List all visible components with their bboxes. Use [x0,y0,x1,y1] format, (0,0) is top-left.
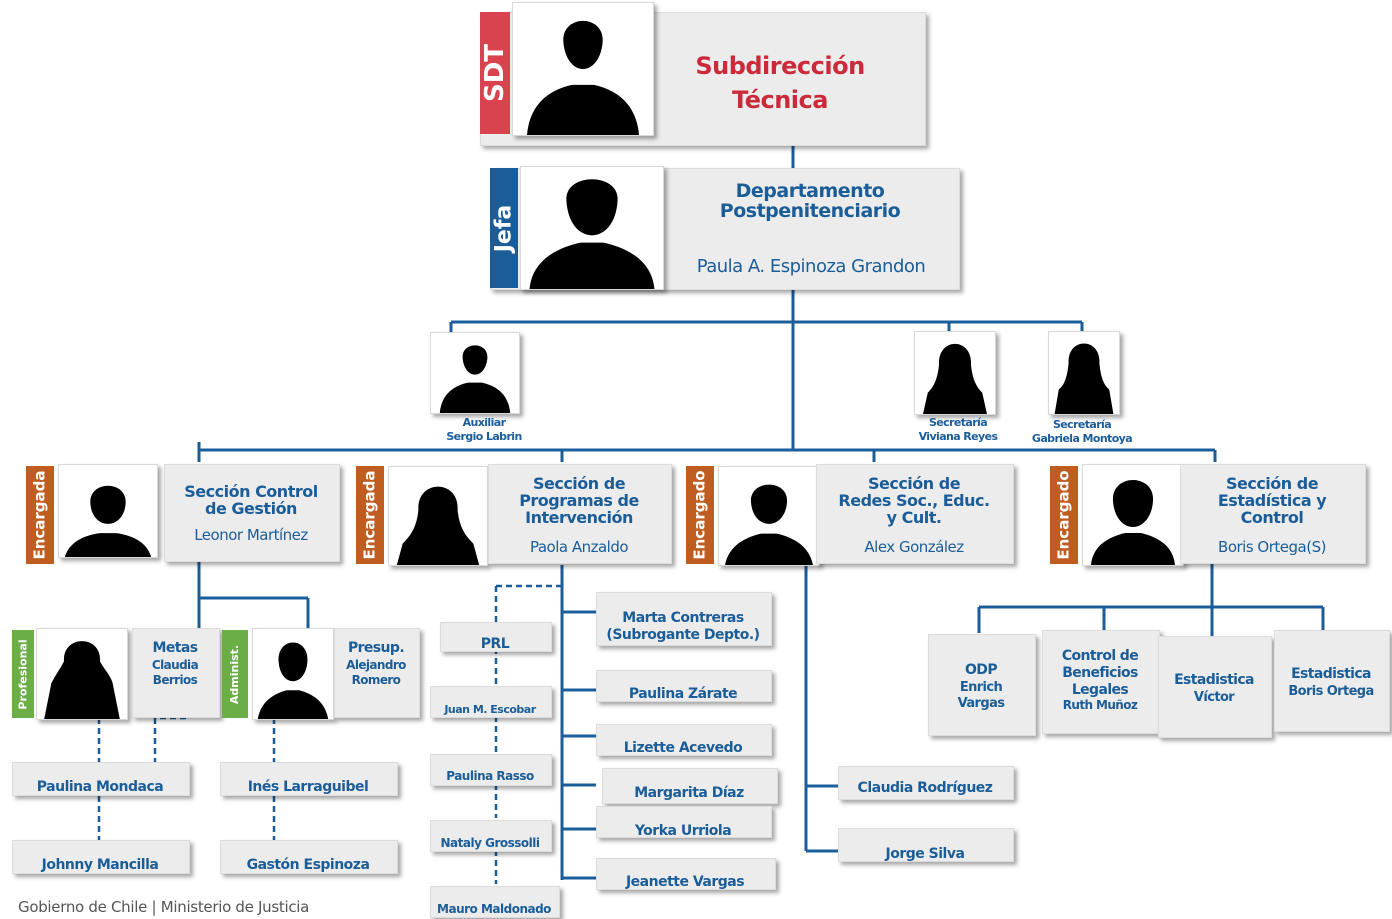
member-name: Paulina Mondaca [36,779,164,795]
person-silhouette-icon [396,486,480,565]
secretaria2-photo [1048,331,1120,415]
control-box [164,464,340,562]
encargada-tab-control: Encargada [26,466,54,564]
sdt-tab: SDT [480,12,510,134]
member-box [838,828,1014,862]
department-photo [520,166,664,290]
member-box [596,670,772,702]
person-silhouette-icon [529,179,655,289]
encargado-tab-estadistica: Encargado [1050,466,1078,564]
prl-label: PRL [480,636,510,652]
member-name: Claudia Rodríguez [857,780,993,796]
prl-member-box [430,754,552,786]
estadistica-box [1180,464,1366,564]
footer-credit: Gobierno de Chile | Ministerio de Justic… [18,898,310,916]
member-name: Inés Larraguibel [247,779,369,795]
profesional-tab: Profesional [12,630,34,718]
prl-member-name: Paulina Rasso [446,769,534,783]
subdireccion-photo [512,2,654,136]
programas-box [488,464,672,564]
member-name: Lizette Acevedo [623,740,743,756]
member-box [12,840,190,874]
member-name: Paulina Zárate [628,686,738,702]
prl-member-name: Juan M. Escobar [444,703,536,716]
redes-photo [718,466,820,566]
person-silhouette-icon [1091,480,1175,565]
auxiliar-photo [430,332,520,414]
prl-member-box [430,820,552,852]
subrogante-box [596,592,772,646]
jefa-tab: Jefa [490,168,518,288]
prl-member-box [430,886,560,918]
person-silhouette-icon [439,345,511,413]
member-name: Margarita Díaz [634,785,744,801]
programas-head-name: Paola Anzaldo [529,538,629,556]
prl-member-name: Mauro Maldonado [437,902,551,916]
department-head-name: Paula A. Espinoza Grandon [696,256,926,277]
redes-head-name: Alex González [864,538,964,556]
member-name: Johnny Mancilla [41,857,159,873]
beneficios-box [1042,630,1160,734]
prl-member-name: Nataly Grossolli [440,836,540,850]
control-photo [58,464,158,558]
member-box [602,768,778,804]
prl-box [440,622,552,652]
presup-box [334,628,420,718]
encargada-tab-programas: Encargada [356,466,384,564]
member-box [596,806,772,838]
administ-photo [252,628,334,720]
member-box [596,858,776,890]
member-name: Jorge Silva [885,846,965,862]
subrogante-label: Marta Contreras(Subrogante Depto.) [606,610,760,643]
programas-photo [388,466,488,566]
member-box [596,724,772,756]
administ-tab: Administ. [222,630,248,718]
metas-box [132,628,220,718]
redes-box [816,464,1014,564]
member-box [220,762,398,796]
member-box [12,762,190,796]
member-name: Yorka Urriola [634,823,732,839]
person-silhouette-icon [44,641,120,719]
est2-box [1274,630,1390,732]
est1-box [1158,636,1272,738]
prl-member-box [430,686,552,718]
person-silhouette-icon [725,484,813,565]
profesional-photo [36,628,128,720]
secretaria1-photo [914,331,996,415]
member-name: Gastón Espinoza [246,857,370,873]
control-head-name: Leonor Martínez [194,526,308,544]
person-silhouette-icon [527,20,639,135]
member-name: Jeanette Vargas [625,874,745,890]
estadistica-head-name: Boris Ortega(S) [1218,538,1326,556]
encargado-tab-redes: Encargado [686,466,714,564]
person-silhouette-icon [64,485,152,557]
estadistica-photo [1082,464,1184,566]
person-silhouette-icon [257,642,329,719]
member-box [220,840,398,874]
person-silhouette-icon [923,343,987,414]
odp-box [928,634,1036,736]
person-silhouette-icon [1054,343,1114,414]
member-box [838,766,1014,800]
